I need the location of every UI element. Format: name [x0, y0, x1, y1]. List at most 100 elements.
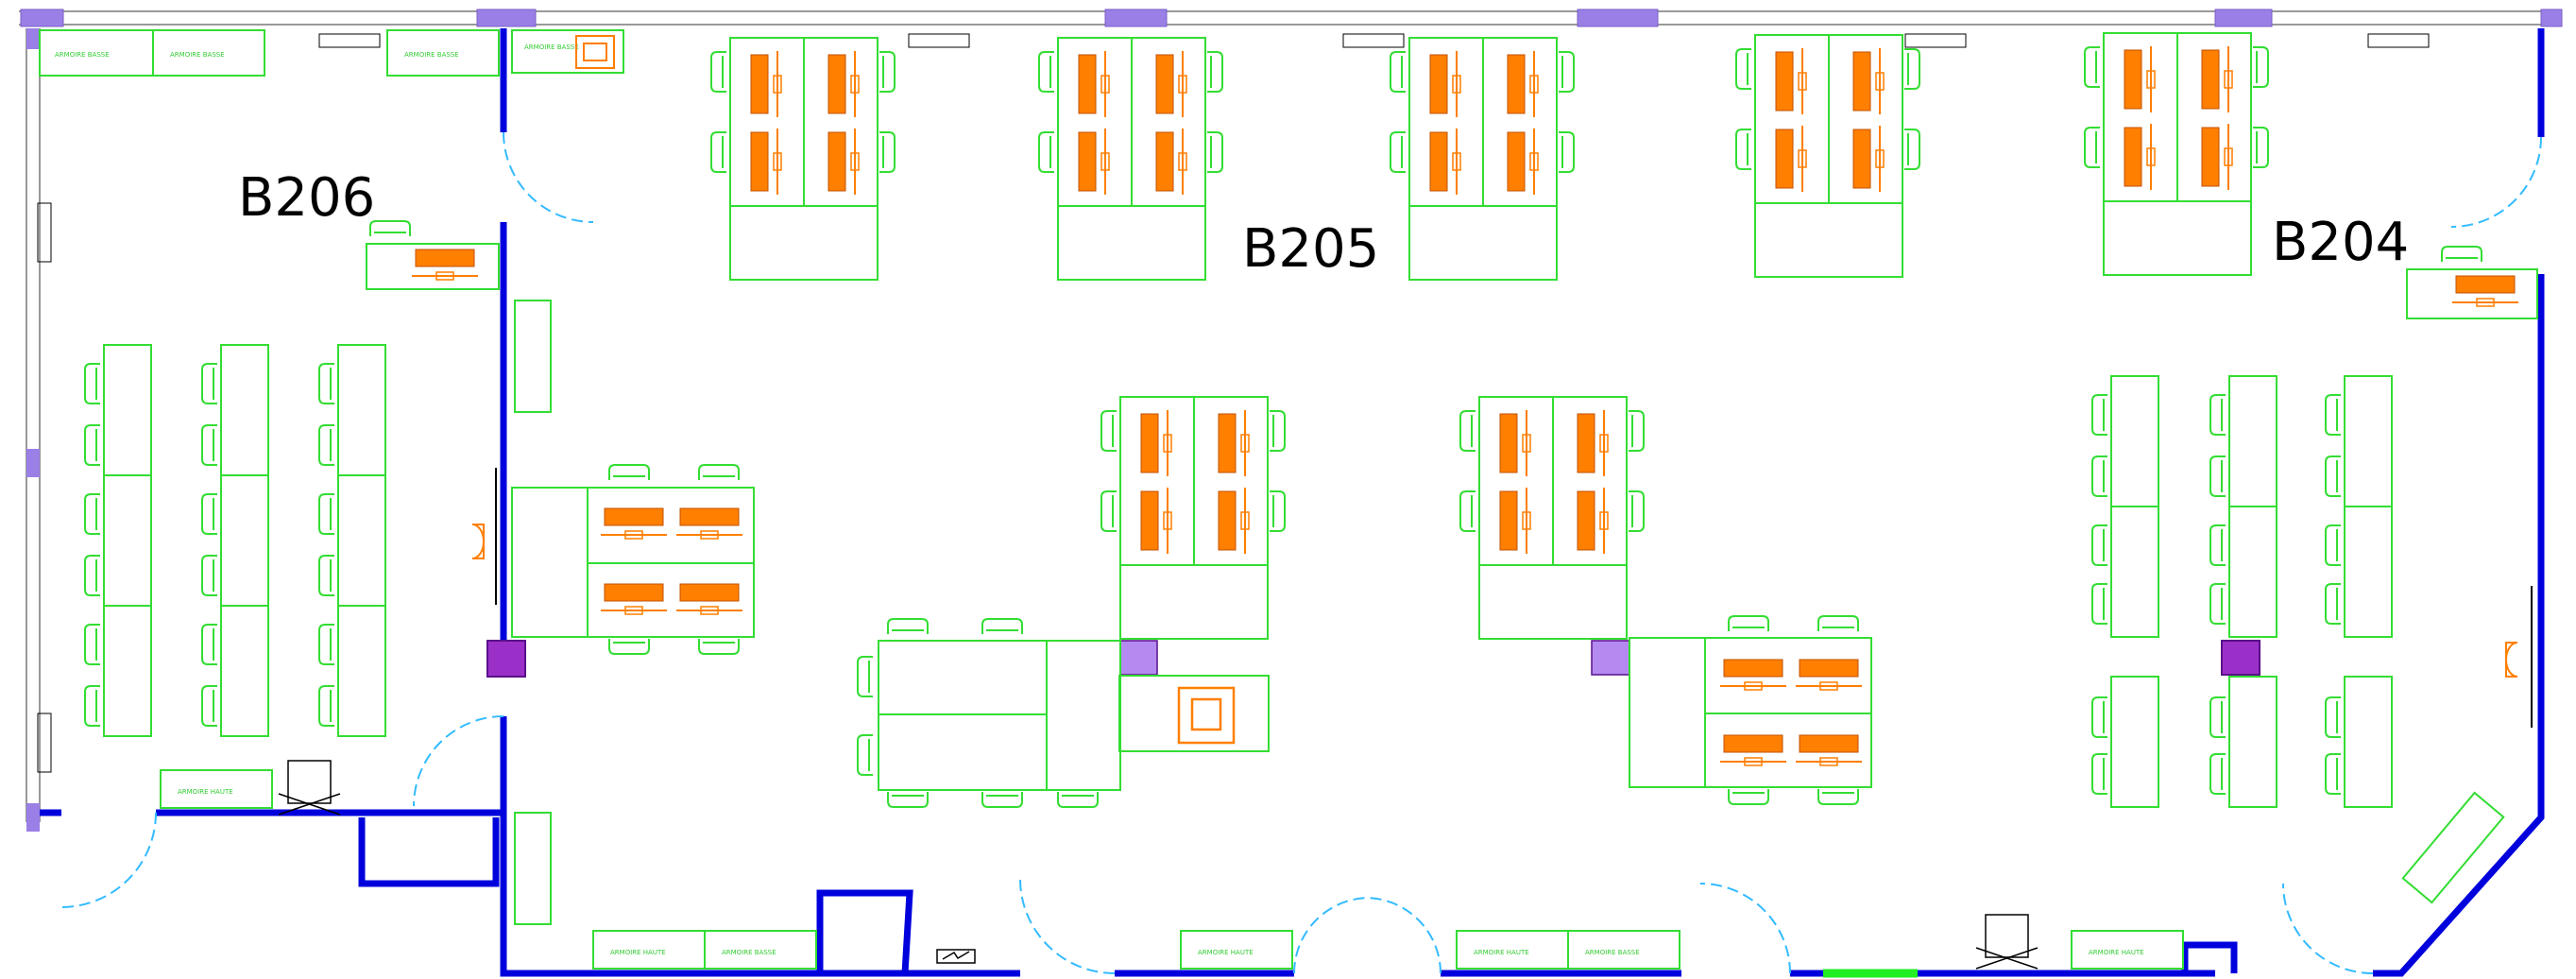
- armoire-label: ARMOIRE HAUTE: [1198, 949, 1254, 956]
- keyboard: [1507, 131, 1526, 192]
- keyboard: [1499, 413, 1518, 473]
- mouse: [2146, 70, 2156, 89]
- keyboard: [1775, 129, 1794, 189]
- armoire-label: ARMOIRE HAUTE: [2089, 949, 2144, 956]
- keyboard: [2201, 49, 2220, 110]
- desk: [2228, 676, 2277, 808]
- chair: [1459, 490, 1476, 532]
- desk: [1119, 564, 1269, 640]
- mouse: [435, 271, 454, 281]
- chair: [84, 363, 100, 404]
- desk: [2110, 375, 2159, 507]
- keyboard: [1723, 734, 1783, 753]
- workstation-equipment: [412, 46, 2518, 766]
- keyboard: [1140, 490, 1159, 551]
- chair: [1559, 131, 1575, 173]
- mouse: [1819, 681, 1838, 691]
- desk: [878, 713, 1048, 791]
- keyboard: [1775, 51, 1794, 112]
- chair: [2091, 583, 2107, 625]
- interior-walls: [40, 28, 2545, 977]
- desk: [511, 487, 589, 638]
- chair: [2209, 524, 2226, 566]
- chair: [698, 639, 740, 655]
- armoire-basse: [511, 29, 624, 74]
- desk: [1046, 640, 1121, 791]
- keyboard: [1429, 54, 1448, 114]
- chair: [2325, 455, 2341, 497]
- armoire-label: ARMOIRE BASSE: [55, 51, 110, 59]
- chair: [84, 555, 100, 596]
- armoire-label: ARMOIRE BASSE: [722, 949, 776, 956]
- chair: [2325, 524, 2341, 566]
- chair: [84, 624, 100, 665]
- armoire-basse: [1456, 930, 1569, 970]
- armoire-label: ARMOIRE HAUTE: [178, 788, 233, 796]
- keyboard: [2124, 127, 2142, 187]
- central-printer: [1118, 675, 1270, 752]
- keyboard: [1078, 131, 1097, 192]
- chair: [318, 493, 334, 535]
- desk: [2110, 676, 2159, 808]
- chair: [981, 792, 1023, 808]
- chair: [1270, 490, 1286, 532]
- mouse: [1163, 511, 1172, 530]
- desk: [1754, 202, 1903, 278]
- mouse: [1522, 511, 1531, 530]
- mouse: [1744, 757, 1763, 766]
- desk-blocks: [103, 32, 2538, 808]
- windows-left: [26, 28, 40, 832]
- desk: [220, 344, 269, 476]
- desk: [2228, 506, 2277, 638]
- room-label-b204: B204: [2272, 212, 2409, 273]
- keyboard: [2455, 275, 2516, 294]
- room-label-b206: B206: [238, 167, 375, 229]
- chair: [887, 792, 929, 808]
- desk: [337, 605, 386, 737]
- armoire-basse: [152, 29, 265, 77]
- desk: [729, 205, 879, 281]
- desk: [220, 474, 269, 607]
- keyboard: [1218, 490, 1237, 551]
- keyboard: [1429, 131, 1448, 192]
- armoires-hautes: [514, 300, 2505, 925]
- chair: [2441, 246, 2482, 262]
- desk: [103, 605, 152, 737]
- chair: [1629, 410, 1645, 452]
- chair: [201, 363, 217, 404]
- mouse: [773, 152, 782, 171]
- keyboard: [1218, 413, 1237, 473]
- chair: [981, 618, 1023, 634]
- mouse: [1875, 72, 1885, 91]
- mouse: [773, 75, 782, 94]
- armoire-haute: [514, 300, 552, 413]
- chair: [2325, 583, 2341, 625]
- exterior-left-wall: [26, 28, 41, 822]
- chair: [1390, 131, 1406, 173]
- keyboard: [2201, 127, 2220, 187]
- mouse: [1744, 681, 1763, 691]
- chair: [1735, 48, 1751, 90]
- mouse: [1798, 72, 1807, 91]
- chair: [1459, 410, 1476, 452]
- keyboard: [1140, 413, 1159, 473]
- armoire-label: ARMOIRE HAUTE: [1474, 949, 1529, 956]
- armoire-label: ARMOIRE HAUTE: [610, 949, 666, 956]
- desk: [337, 474, 386, 607]
- keyboard: [1799, 659, 1859, 678]
- armoire-haute: [2401, 791, 2505, 904]
- chair: [2091, 394, 2107, 436]
- keyboard: [827, 131, 846, 192]
- chair: [1817, 789, 1859, 805]
- windows-top: [20, 9, 2563, 27]
- keyboard: [1852, 129, 1871, 189]
- exterior-top-wall: [19, 10, 2550, 26]
- keyboard: [1723, 659, 1783, 678]
- chair: [2084, 127, 2100, 168]
- mouse: [850, 152, 860, 171]
- chair: [84, 424, 100, 466]
- desk: [103, 344, 152, 476]
- chair: [1728, 789, 1769, 805]
- keyboard: [679, 507, 740, 526]
- mouse: [2146, 147, 2156, 166]
